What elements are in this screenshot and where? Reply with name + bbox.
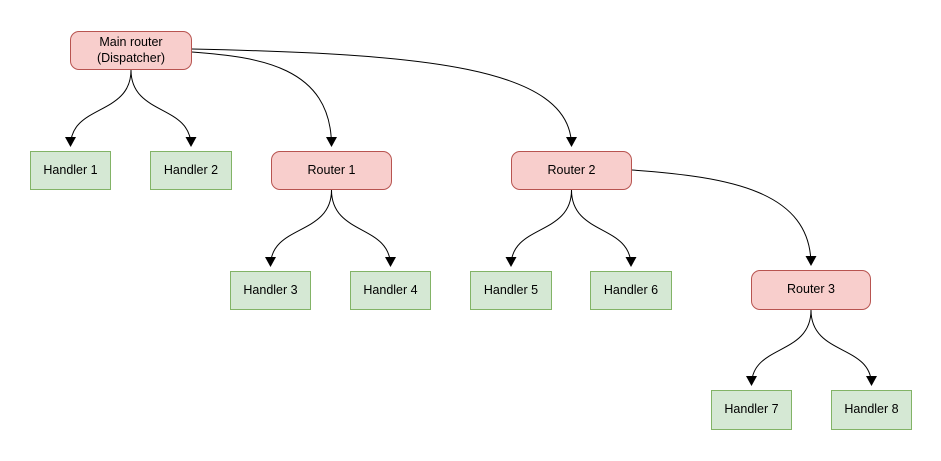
node-label: Handler 1 [43,162,98,177]
node-router-2: Router 2 [511,151,632,190]
node-label: Router 2 [547,162,596,177]
node-router-1: Router 1 [271,151,392,190]
node-handler-1: Handler 1 [30,151,111,190]
node-handler-2: Handler 2 [150,151,232,190]
node-handler-8: Handler 8 [831,390,912,430]
node-label: Handler 8 [844,402,899,417]
node-label: Handler 5 [483,282,539,297]
node-handler-6: Handler 6 [590,271,672,310]
edge-main-to-handler-2 [130,69,197,147]
node-label: Router 3 [787,282,835,297]
node-handler-3: Handler 3 [230,271,311,310]
node-router-3: Router 3 [751,270,871,310]
node-label: Main router (Dispatcher) [96,34,166,65]
edge-main-to-router-2 [191,48,577,147]
node-label: Handler 2 [163,162,219,177]
edge-main-to-handler-1 [65,69,132,147]
edge-router-1-to-handler-3 [265,189,332,267]
edge-router-2-to-router-3 [631,169,817,266]
node-label: Handler 3 [243,282,298,297]
node-label: Handler 7 [724,402,779,417]
edge-router-3-to-handler-8 [810,309,877,386]
node-label: Handler 6 [603,282,659,297]
edge-router-3-to-handler-7 [746,309,812,386]
node-main-router-dispatcher: Main router (Dispatcher) [70,31,192,70]
node-handler-7: Handler 7 [711,390,792,430]
edge-router-2-to-handler-5 [505,189,572,267]
node-label: Router 1 [307,162,356,177]
node-handler-5: Handler 5 [470,271,552,310]
edge-router-2-to-handler-6 [571,189,637,267]
edge-main-to-router-1 [191,51,337,147]
edge-router-1-to-handler-4 [331,189,396,267]
node-label: Handler 4 [363,282,418,297]
node-handler-4: Handler 4 [350,271,431,310]
